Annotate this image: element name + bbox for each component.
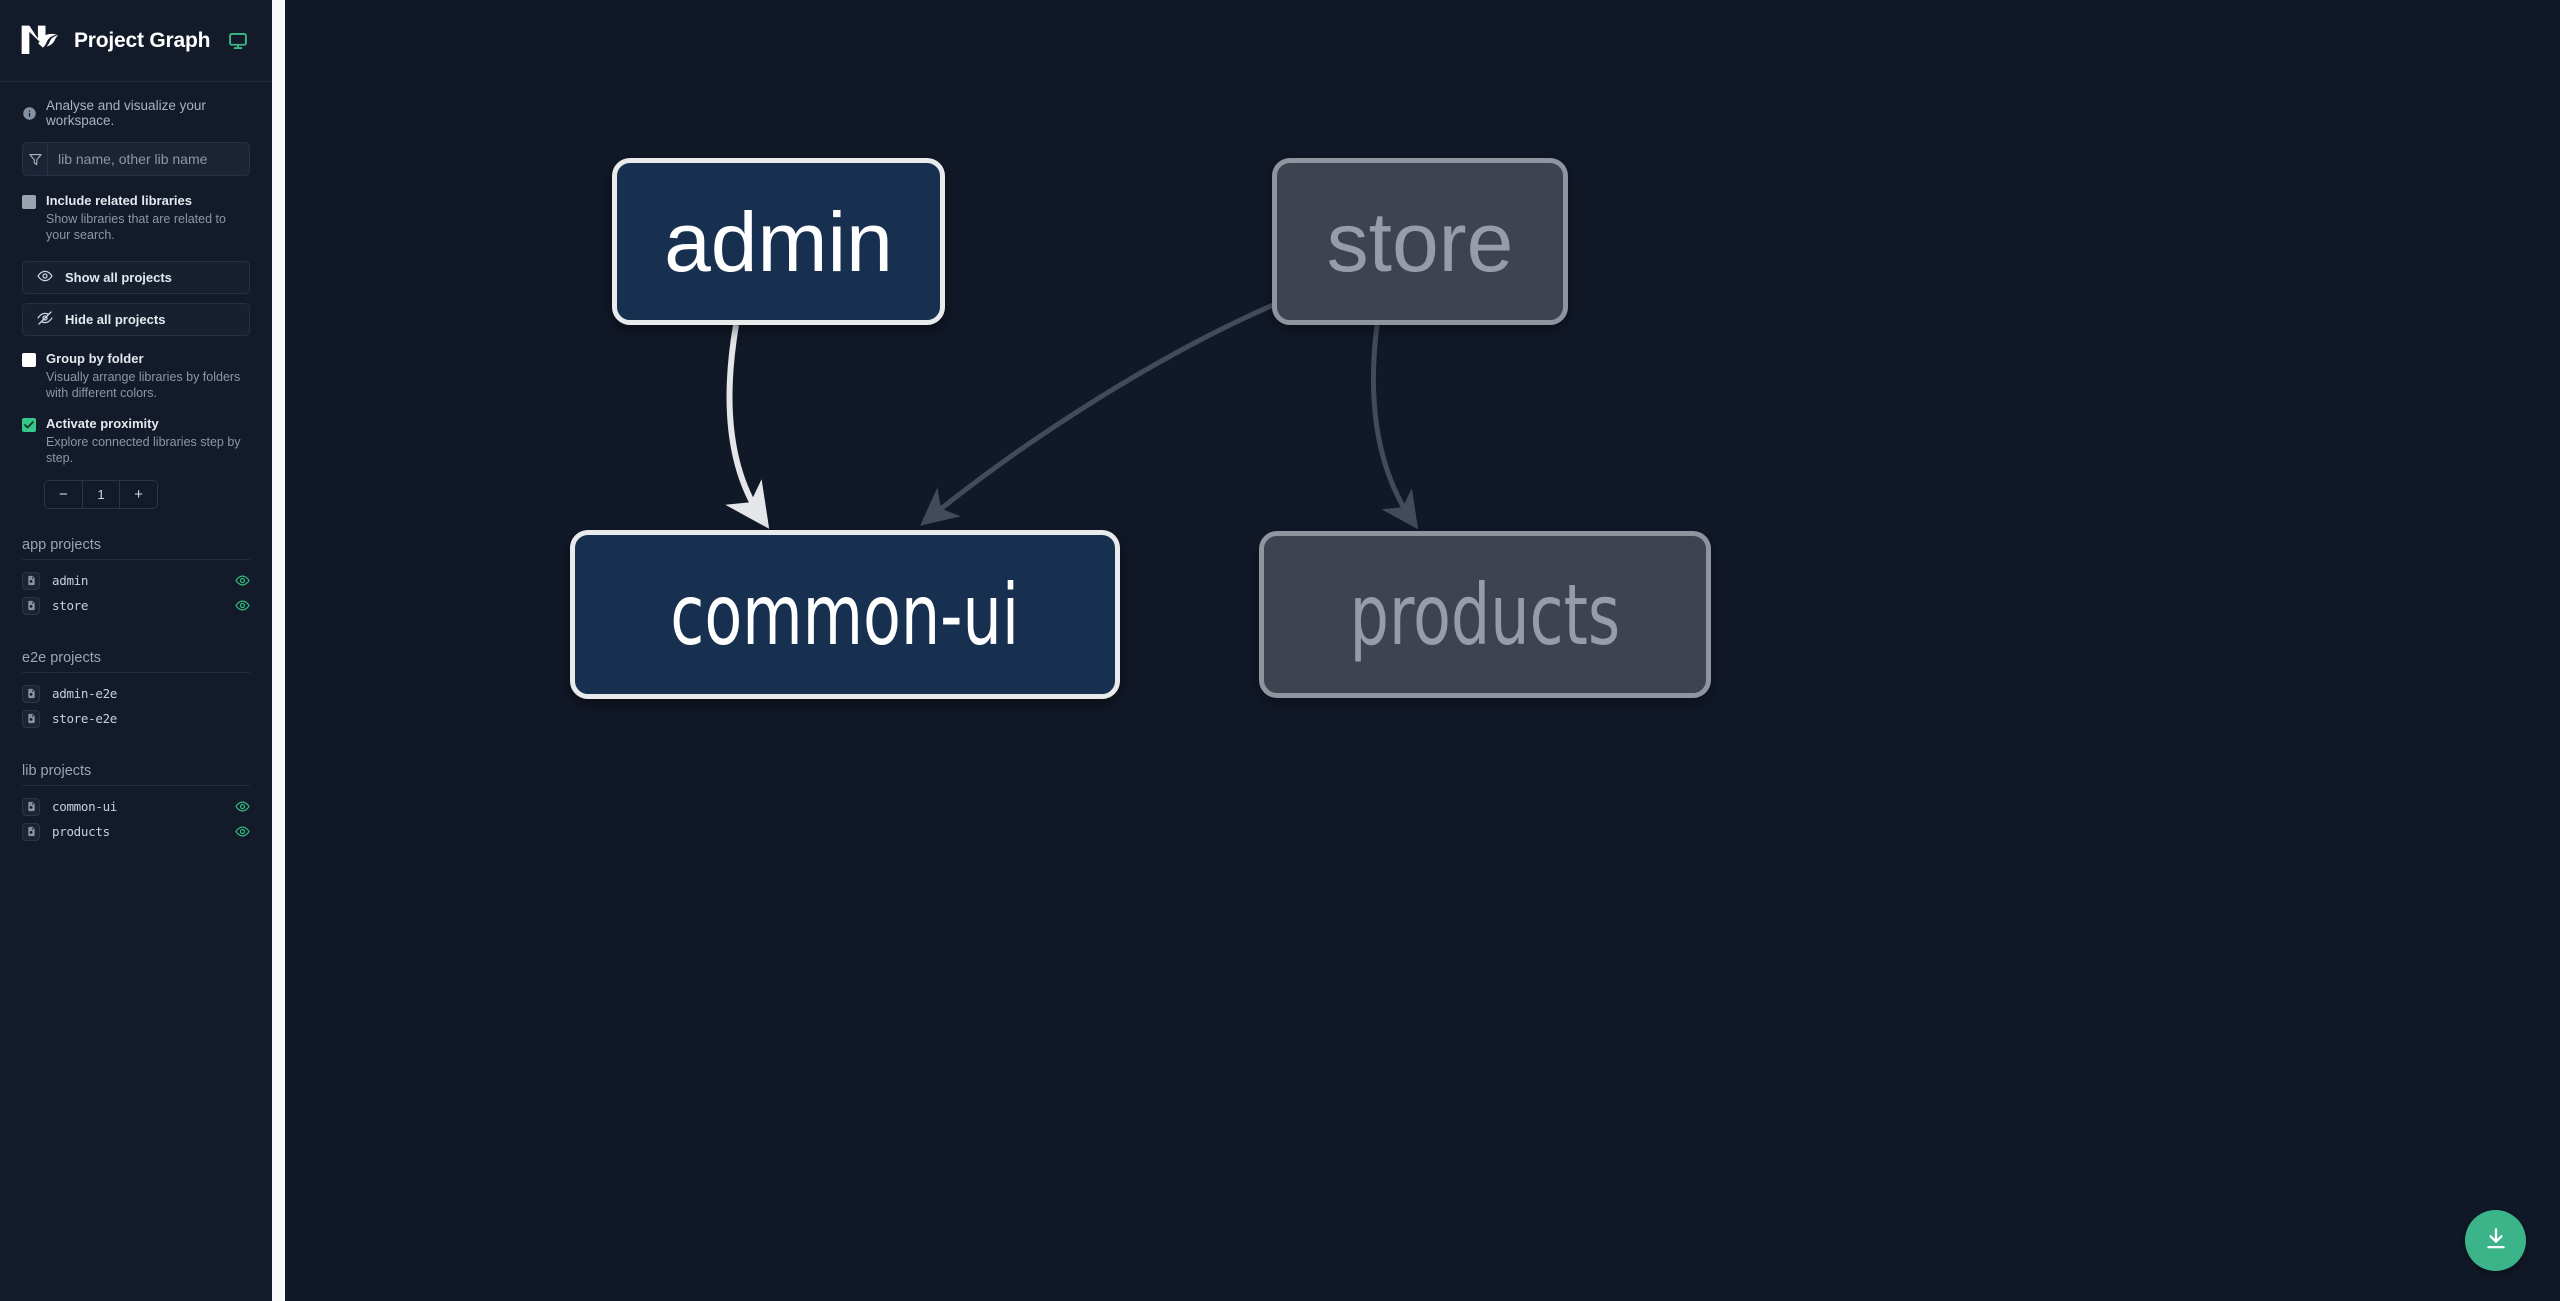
proximity-increment-button[interactable]: + [120,481,157,508]
graph-node-label: common-ui [670,565,1020,664]
project-row-admin[interactable]: admin [22,568,250,593]
graph-canvas[interactable]: admin store common-ui products [285,0,2560,1301]
project-name: products [52,824,110,839]
tagline-text: Analyse and visualize your workspace. [46,98,206,128]
proximity-value: 1 [81,481,121,508]
edge-admin-to-common-ui [725,324,770,529]
project-sections: app projects admin store e2e projects admin-… [0,537,272,874]
show-all-projects-label: Show all projects [65,270,172,285]
include-related-libraries-option[interactable]: Include related libraries Show libraries… [22,192,250,243]
sidebar-header: Project Graph [0,0,272,82]
download-icon [2483,1226,2509,1255]
project-file-icon [22,709,40,728]
monitor-icon[interactable] [228,31,248,51]
funnel-icon [23,143,48,175]
include-related-description: Show libraries that are related to your … [46,212,226,242]
project-visibility-eye-icon[interactable] [235,824,250,839]
section-title-lib-projects: lib projects [22,763,250,786]
download-graph-button[interactable] [2465,1210,2526,1271]
app-title: Project Graph [74,28,211,52]
project-file-icon [22,684,40,703]
tagline: Analyse and visualize your workspace. [0,82,272,142]
activate-proximity-label: Activate proximity [46,416,159,431]
eye-icon [37,268,53,287]
graph-nodes: admin store common-ui products [285,0,2560,1301]
graph-node-label: store [1326,194,1514,289]
project-visibility-eye-icon[interactable] [235,573,250,588]
hide-all-projects-label: Hide all projects [65,312,166,327]
project-file-icon [22,596,40,615]
section-title-app-projects: app projects [22,537,250,560]
info-icon [22,106,37,121]
nx-logo-icon [20,24,60,57]
proximity-stepper[interactable]: − 1 + [44,480,158,509]
project-row-common-ui[interactable]: common-ui [22,794,250,819]
project-name: store-e2e [52,711,118,726]
sidebar-resize-handle[interactable] [272,0,285,1301]
sidebar-controls: Include related libraries Show libraries… [0,142,272,509]
project-row-store[interactable]: store [22,593,250,618]
group-by-folder-label: Group by folder [46,351,144,366]
activate-proximity-option[interactable]: Activate proximity Explore connected lib… [22,415,250,466]
project-name: admin [52,573,89,588]
project-visibility-eye-icon[interactable] [235,799,250,814]
edge-store-to-products [1370,324,1419,530]
project-row-products[interactable]: products [22,819,250,844]
group-by-folder-option[interactable]: Group by folder Visually arrange librari… [22,350,250,401]
activate-proximity-checkbox[interactable] [22,418,36,432]
project-row-store-e2e[interactable]: store-e2e [22,706,250,731]
graph-node-store[interactable]: store [1272,158,1568,325]
activate-proximity-description: Explore connected libraries step by step… [46,435,241,465]
search-input[interactable] [48,143,249,175]
hide-all-projects-button[interactable]: Hide all projects [22,303,250,336]
search-field[interactable] [22,142,250,176]
project-name: admin-e2e [52,686,118,701]
visibility-buttons: Show all projects Hide all projects [22,261,250,336]
project-file-icon [22,797,40,816]
project-name: store [52,598,89,613]
graph-edges [725,297,1419,530]
show-all-projects-button[interactable]: Show all projects [22,261,250,294]
section-title-e2e-projects: e2e projects [22,650,250,673]
graph-node-common-ui[interactable]: common-ui [570,530,1120,699]
project-file-icon [22,822,40,841]
sidebar: Project Graph Analyse and visualize your… [0,0,272,1301]
project-name: common-ui [52,799,118,814]
graph-node-products[interactable]: products [1259,531,1711,698]
eye-slash-icon [37,310,53,329]
graph-node-label: products [1349,565,1621,664]
project-file-icon [22,571,40,590]
graph-node-label: admin [664,194,893,289]
include-related-checkbox[interactable] [22,195,36,209]
group-by-folder-description: Visually arrange libraries by folders wi… [46,370,241,400]
group-by-folder-checkbox[interactable] [22,353,36,367]
graph-node-admin[interactable]: admin [612,158,945,325]
edge-store-to-common-ui [920,297,1286,526]
project-row-admin-e2e[interactable]: admin-e2e [22,681,250,706]
proximity-decrement-button[interactable]: − [45,481,82,508]
project-visibility-eye-icon[interactable] [235,598,250,613]
include-related-label: Include related libraries [46,193,192,208]
